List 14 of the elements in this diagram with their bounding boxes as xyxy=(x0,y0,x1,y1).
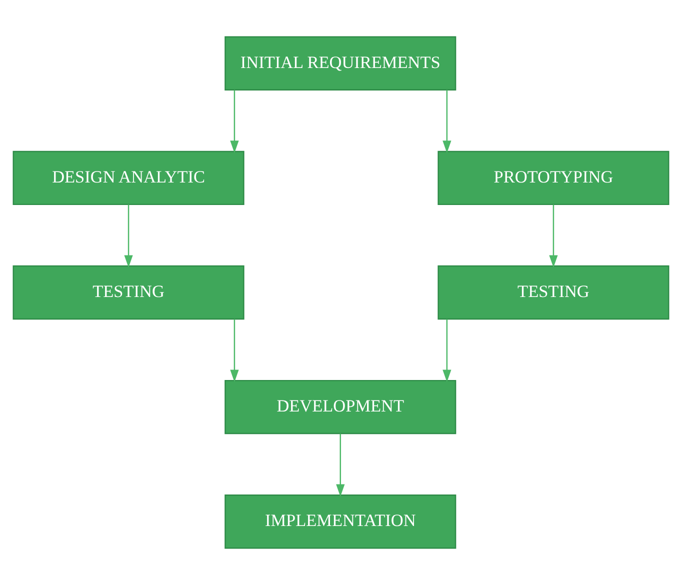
node-box: DESIGN ANALYTIC xyxy=(12,150,244,206)
node-box: INITIAL REQUIREMENTS xyxy=(224,36,456,90)
arrow xyxy=(230,319,239,382)
node-box: IMPLEMENTATION xyxy=(224,494,456,549)
arrow xyxy=(336,434,345,497)
arrow xyxy=(549,204,558,268)
arrow xyxy=(442,90,452,153)
node-box: PROTOTYPING xyxy=(438,150,670,206)
node-box: DEVELOPMENT xyxy=(224,380,456,434)
arrow xyxy=(230,90,239,153)
node-box: TESTING xyxy=(438,265,670,320)
node-box: TESTING xyxy=(12,265,244,320)
arrow xyxy=(442,319,452,382)
arrow xyxy=(124,204,133,268)
